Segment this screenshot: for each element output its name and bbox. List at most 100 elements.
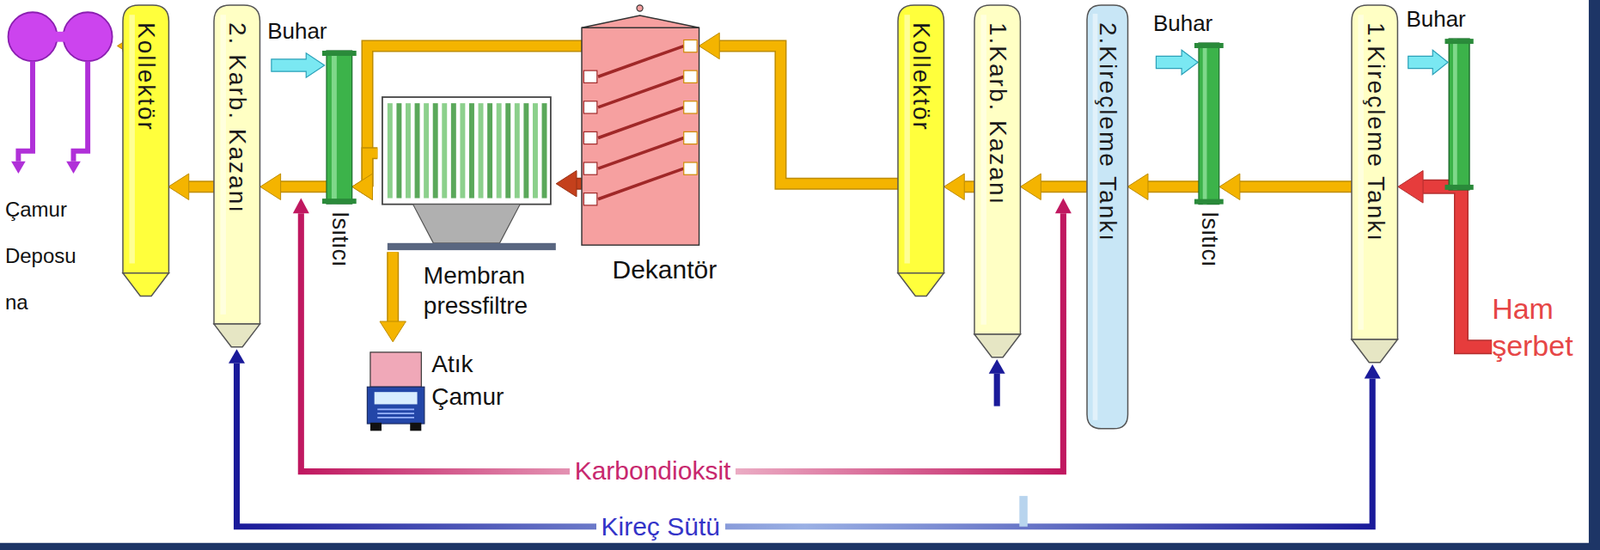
arrow-head xyxy=(698,32,720,59)
pipe-connector xyxy=(388,251,398,322)
waste-truck: Atık Çamur xyxy=(365,341,529,434)
arrow-head xyxy=(168,173,190,200)
pipe-connector xyxy=(1148,182,1199,192)
collector-tank: Kollektör xyxy=(122,5,169,296)
press-hopper xyxy=(413,204,521,244)
tank-cone xyxy=(122,273,169,297)
steam-label-box: Buhar xyxy=(267,18,327,45)
filter-press-text: Membran pressfiltre xyxy=(423,260,570,321)
lime-milk-head xyxy=(228,348,245,364)
waste-truck-text: Atık Çamur xyxy=(431,348,526,414)
pipe-connector-group xyxy=(1398,170,1492,348)
truck-wheel xyxy=(370,422,382,432)
heater-shape xyxy=(1198,42,1220,205)
press-plate xyxy=(405,103,411,198)
carbonation-tank-text: 2. Karb. Kazanı xyxy=(224,22,251,214)
pipe-outline xyxy=(189,180,215,193)
arrow-head xyxy=(379,321,406,342)
heater-cap xyxy=(322,50,357,56)
decanter-outlet xyxy=(583,70,597,83)
pipe-connector xyxy=(1040,182,1087,192)
mud-tank-joint xyxy=(54,31,68,43)
decanter-tray xyxy=(598,76,684,108)
pipe-connector xyxy=(280,182,327,192)
liming-tank-text: 1.Kireçleme Tankı xyxy=(1361,22,1389,243)
pipe-connector-group xyxy=(260,173,327,200)
mud-depot: Çamur Deposu na xyxy=(5,8,118,336)
truck-window xyxy=(374,391,418,404)
press-frame xyxy=(382,97,551,205)
decanter-inlet xyxy=(683,162,697,175)
decanter-drawing xyxy=(581,15,700,245)
pipe-connector-group xyxy=(1020,173,1088,200)
steam-arrow xyxy=(1408,49,1448,75)
collector-tank-text: Kollektör xyxy=(907,22,935,132)
lime-milk-branch xyxy=(994,373,1001,407)
decanter-text: Dekantör xyxy=(612,255,731,285)
press-plate xyxy=(524,103,530,198)
pipe-connector xyxy=(576,178,582,189)
press-plate xyxy=(542,103,548,198)
press-plate xyxy=(488,103,494,198)
liming-tank: 1.Kireçleme Tankı xyxy=(1351,5,1398,363)
truck-wheel xyxy=(409,422,422,432)
decanter-tray xyxy=(598,168,684,200)
heater-shape xyxy=(326,50,353,204)
arrow-head xyxy=(1219,173,1240,200)
pipe-connector xyxy=(189,182,215,192)
heater-body xyxy=(326,50,353,204)
press-plate xyxy=(451,103,457,198)
pipe-connector-group xyxy=(698,32,898,184)
steam-label: Buhar xyxy=(1405,6,1466,33)
decanter-outlet xyxy=(583,131,597,144)
arrow-head xyxy=(352,173,373,200)
press-plate xyxy=(514,103,520,198)
decanter-inlet xyxy=(683,70,697,83)
heater: Isıtıcı xyxy=(326,50,353,204)
decanter: Dekantör xyxy=(581,15,700,245)
decanter-tray xyxy=(598,107,684,139)
press-plate xyxy=(532,103,538,198)
mud-drain-line xyxy=(18,61,33,161)
press-plate xyxy=(424,103,430,198)
decanter-tray xyxy=(598,45,684,77)
filter-press-shape xyxy=(377,97,556,253)
arrow-head xyxy=(1398,170,1423,204)
lime-milk-line xyxy=(237,363,1374,527)
raw-juice-source: Ham şerbet xyxy=(1491,290,1592,398)
collector-tank-text: Kollektör xyxy=(132,22,159,132)
press-plate xyxy=(433,103,439,198)
carbonation-tank: 2. Karb. Kazanı xyxy=(213,5,260,348)
heater-body xyxy=(1448,38,1470,190)
pipe-connector-group xyxy=(943,173,975,200)
pipe-connector xyxy=(964,182,975,192)
co2-line-label-box: Karbondioksit xyxy=(569,456,737,486)
arrow-head xyxy=(943,173,965,200)
arrow-head xyxy=(260,173,281,200)
raw-juice-source-text: Ham şerbet xyxy=(1491,290,1587,364)
decanter-inlet xyxy=(683,39,697,52)
tank-body xyxy=(213,5,260,324)
tank-cone xyxy=(1351,339,1398,363)
decanter-inlet xyxy=(683,131,697,144)
heater-cap xyxy=(1445,38,1474,44)
steam-label: Buhar xyxy=(1153,10,1213,37)
press-plate xyxy=(442,103,448,198)
steam-arrow xyxy=(1155,49,1198,75)
decanter-inlet xyxy=(683,101,697,114)
pipe-outline xyxy=(1148,180,1199,193)
heater-cap xyxy=(1445,184,1474,190)
pipe-connector xyxy=(1239,182,1353,192)
heater: Isıtıcı xyxy=(1198,42,1220,205)
lime-milk-head xyxy=(1364,364,1381,379)
pipe-outline xyxy=(1422,186,1492,347)
arrow-head xyxy=(555,170,577,197)
liming-tank-text: 2.Kireçleme Tankı xyxy=(1093,22,1121,243)
heater-shine xyxy=(331,50,337,204)
tank-cone xyxy=(213,323,260,348)
press-plate xyxy=(478,103,484,198)
mud-drain-line xyxy=(73,61,89,161)
mud-drain-head xyxy=(66,161,81,174)
lime-milk-label: Kireç Sütü xyxy=(596,512,726,542)
